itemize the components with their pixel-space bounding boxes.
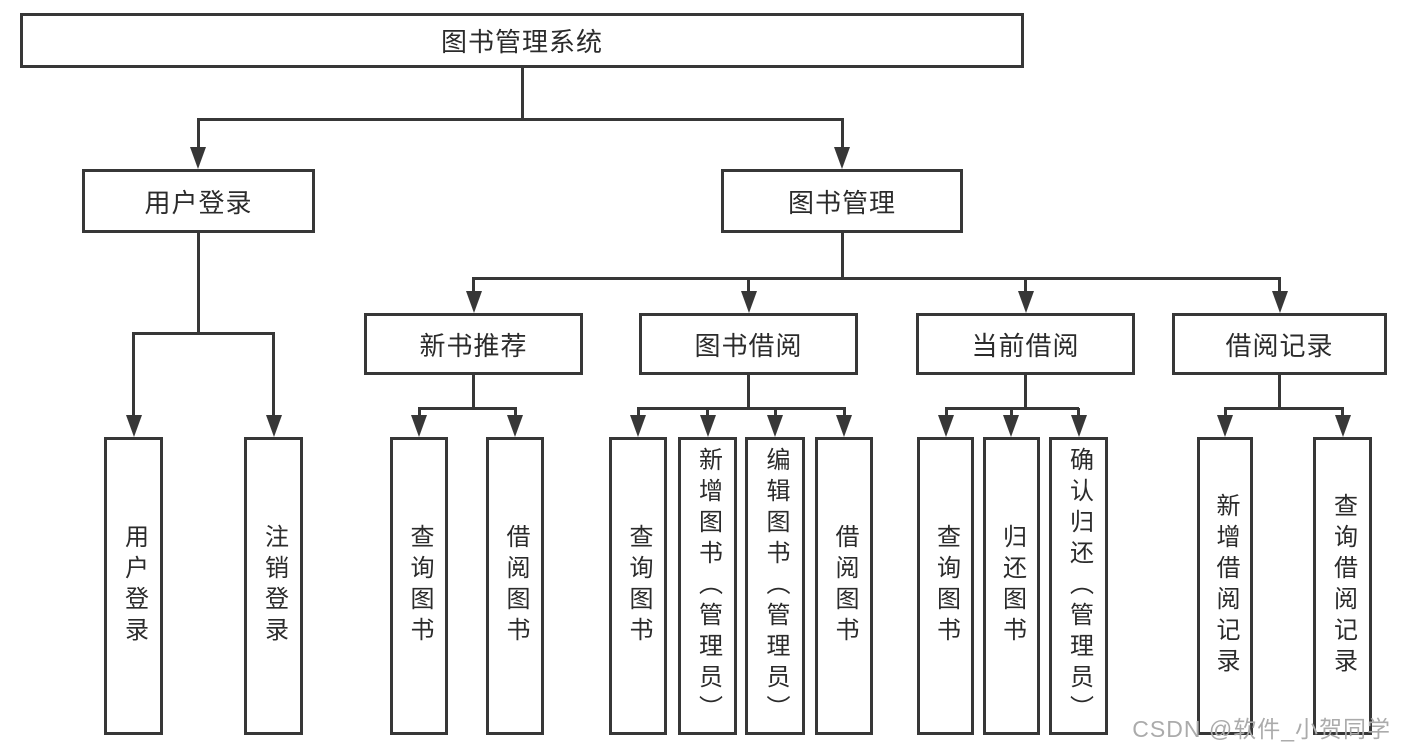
leaf-query-books-current: 查询图书 [917,437,974,735]
connector-shaft [1341,408,1344,417]
leaf-return-books: 归还图书 [983,437,1040,735]
connector-shaft [513,408,517,417]
leaf-query-books-borrow-label: 查询图书 [625,524,652,648]
arrowhead-leaf [411,415,427,437]
leaf-add-borrow-record-label: 新增借阅记录 [1212,493,1239,679]
arrowhead-current-borrow [1017,291,1034,313]
connector-level2-bar [196,117,844,121]
connector-shaft [272,333,275,417]
connector-shaft [944,408,948,417]
node-root-system: 图书管理系统 [20,13,1024,68]
node-user-login: 用户登录 [82,169,315,233]
connector-newbook-stem [472,375,475,408]
connector-shaft [842,408,846,417]
connector-shaft [196,119,200,149]
connector-shaft [706,408,709,417]
leaf-add-borrow-record: 新增借阅记录 [1197,437,1253,735]
arrowhead-leaf-logout [265,415,282,437]
connector-level3-bar [472,276,1281,280]
leaf-edit-books-admin: 编辑图书（管理员） [745,437,805,735]
node-book-management: 图书管理 [721,169,963,233]
connector-shaft [747,278,750,292]
connector-records-stem [1278,375,1281,408]
arrowhead-borrow-records [1271,291,1288,313]
connector-shaft [472,278,475,292]
node-new-book-recommend: 新书推荐 [364,313,583,375]
leaf-query-books-borrow: 查询图书 [609,437,667,735]
connector-userlogin-stem [196,233,200,333]
leaf-user-login-label: 用户登录 [120,524,148,648]
leaf-query-books-newbook-label: 查询图书 [406,524,433,648]
connector-bookmgmt-stem [840,233,844,278]
connector-newbook-bar [417,406,517,410]
arrowhead-leaf [836,415,852,437]
leaf-borrow-books-newbook-label: 借阅图书 [502,524,529,648]
leaf-edit-books-admin-label: 编辑图书（管理员） [762,446,789,726]
leaf-return-books-label: 归还图书 [998,524,1026,648]
leaf-query-borrow-record-label: 查询借阅记录 [1329,493,1357,679]
arrowhead-leaf [767,415,783,437]
arrowhead-leaf [1070,415,1087,437]
connector-shaft [773,408,777,417]
leaf-user-login: 用户登录 [104,437,163,735]
node-borrow-records: 借阅记录 [1172,313,1387,375]
connector-shaft [417,408,421,417]
leaf-query-borrow-record: 查询借阅记录 [1313,437,1372,735]
connector-shaft [1077,408,1080,417]
connector-shaft [1009,408,1013,417]
leaf-logout-label: 注销登录 [260,524,288,648]
connector-shaft [636,408,640,417]
leaf-query-books-current-label: 查询图书 [932,524,960,648]
node-book-borrow: 图书借阅 [639,313,858,375]
leaf-add-books-admin-label: 新增图书（管理员） [694,446,722,726]
arrowhead-leaf [630,415,646,437]
connector-currentborrow-stem [1024,375,1027,408]
leaf-logout: 注销登录 [244,437,303,735]
leaf-confirm-return-admin: 确认归还（管理员） [1049,437,1108,735]
arrowhead-leaf [1334,415,1351,437]
connector-bookborrow-bar [636,406,846,410]
connector-shaft [840,119,844,149]
leaf-borrow-books-label: 借阅图书 [831,524,858,648]
connector-userlogin-bar [132,331,275,335]
arrowhead-leaf [507,415,523,437]
arrowhead-leaf [1217,415,1233,437]
arrowhead-leaf [1003,415,1019,437]
connector-records-bar [1223,406,1344,410]
arrowhead-user-login [190,147,206,169]
connector-shaft [132,333,135,417]
csdn-watermark: CSDN @软件_小贺同学 [1132,716,1391,742]
connector-shaft [1223,408,1227,417]
arrowhead-book-management [834,147,850,169]
connector-bookborrow-stem [747,375,750,408]
arrowhead-leaf [699,415,716,437]
arrowhead-book-borrow [740,291,757,313]
connector-root-stem [520,68,524,119]
leaf-add-books-admin: 新增图书（管理员） [678,437,737,735]
node-current-borrow: 当前借阅 [916,313,1135,375]
leaf-borrow-books: 借阅图书 [815,437,873,735]
leaf-borrow-books-newbook: 借阅图书 [486,437,544,735]
connector-shaft [1278,278,1281,292]
leaf-query-books-newbook: 查询图书 [390,437,448,735]
arrowhead-new-book [465,291,482,313]
leaf-confirm-return-admin-label: 确认归还（管理员） [1065,446,1093,726]
arrowhead-leaf [938,415,954,437]
arrowhead-leaf-user-login [125,415,142,437]
connector-shaft [1024,278,1027,292]
